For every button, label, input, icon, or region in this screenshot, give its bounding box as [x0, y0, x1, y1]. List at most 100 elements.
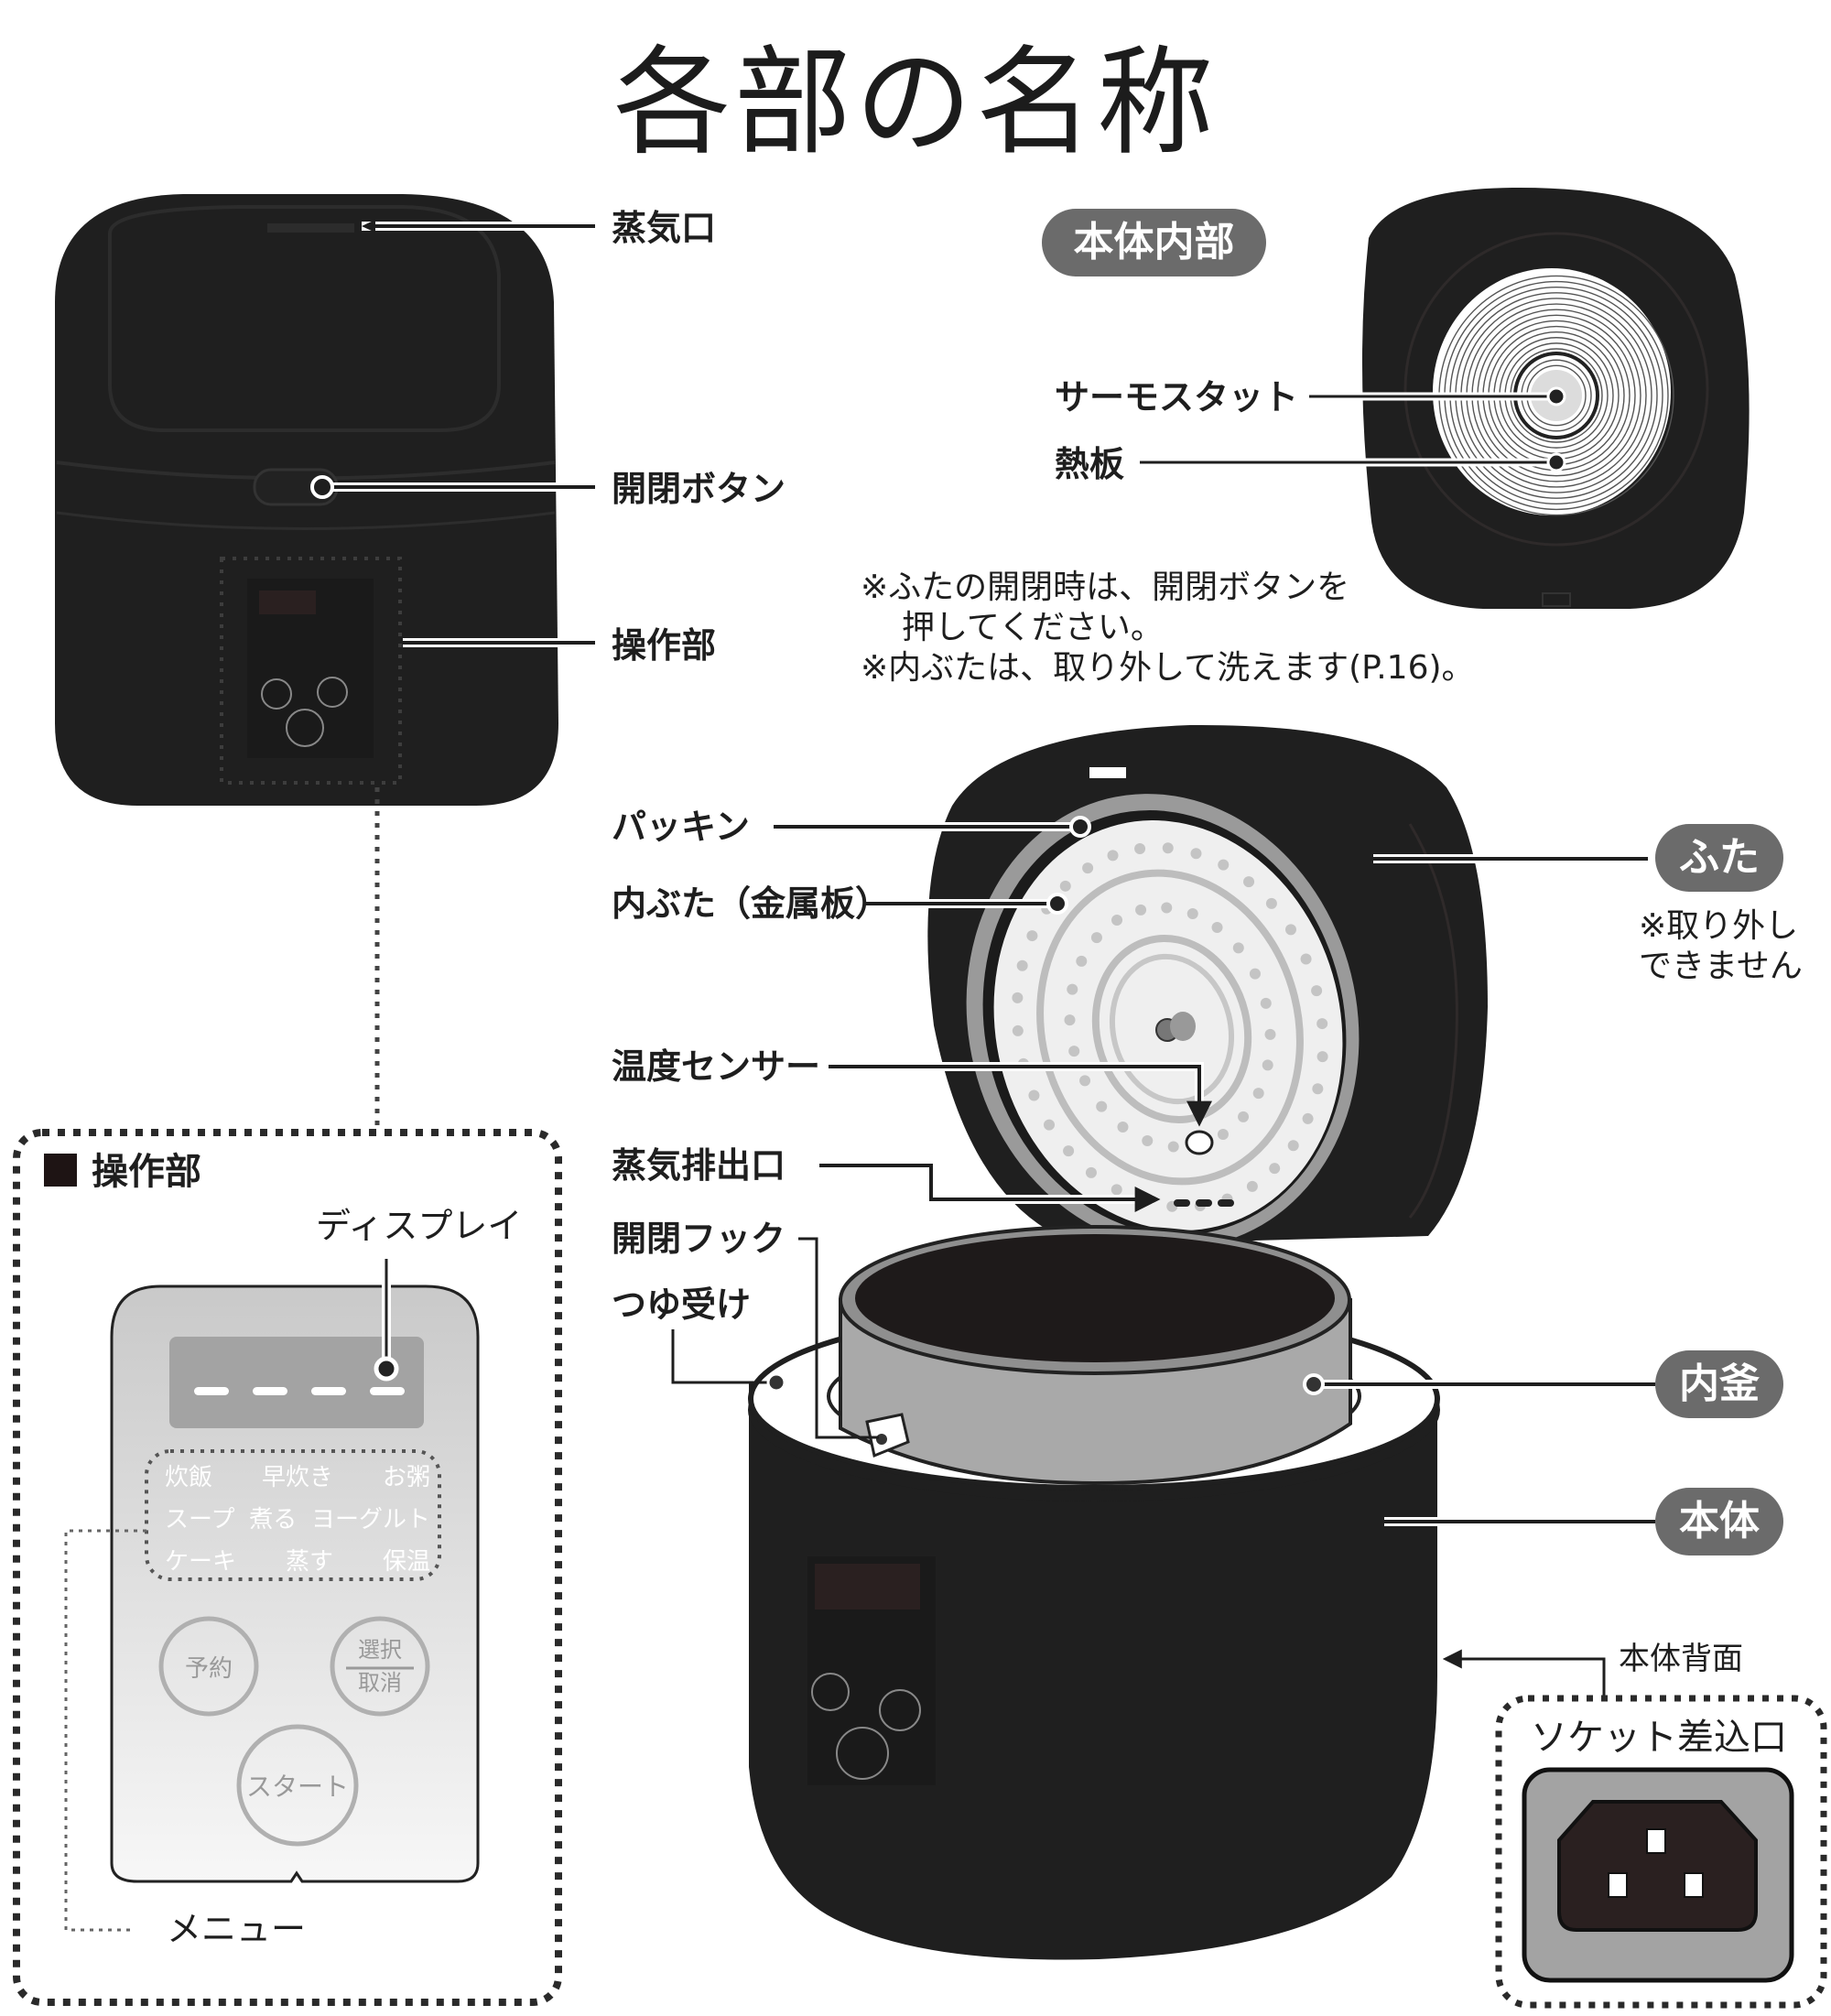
menu-item[interactable]: ヨーグルト: [310, 1505, 430, 1534]
inner-lid-vent-hole: [1111, 915, 1123, 927]
note-line-2: 押してください。: [902, 609, 1164, 646]
control-panel-outline: [220, 557, 402, 785]
inner-lid-vent-hole: [1252, 1088, 1264, 1100]
menu-row: ケーキ 蒸す 保温: [165, 1538, 430, 1580]
label-socket: ソケット差込口: [1531, 1717, 1787, 1759]
leaders-open-cooker: [671, 816, 1655, 1696]
inner-lid-vent-hole: [1316, 1018, 1328, 1030]
inner-lid-vent-hole: [1067, 983, 1078, 995]
closed-rice-cooker: [55, 194, 558, 806]
label-drip-tray: つゆ受け: [612, 1284, 752, 1325]
inner-lid-vent-hole: [1012, 1024, 1024, 1036]
label-control-panel: 操作部: [612, 625, 717, 666]
inner-lid-vent-hole: [1269, 1163, 1281, 1175]
badge-main-body: 本体: [1655, 1488, 1783, 1555]
menu-item[interactable]: 早炊き: [261, 1463, 333, 1491]
inner-lid-vent-hole: [1117, 1122, 1129, 1133]
label-menu: メニュー: [167, 1909, 307, 1949]
open-rice-cooker: [748, 724, 1488, 1960]
inner-lid-vent-hole: [1249, 968, 1261, 980]
reserve-button[interactable]: 予約: [161, 1619, 256, 1714]
label-display: ディスプレイ: [316, 1206, 523, 1246]
inner-lid-vent-hole: [1262, 1059, 1273, 1071]
inner-lid-vent-hole: [1096, 1100, 1108, 1112]
label-inner-lid: 内ぶた（金属板）: [612, 883, 891, 924]
lid-slot: [1089, 767, 1126, 778]
menu-row: 炊飯 早炊き お粥: [165, 1454, 430, 1496]
inner-lid-vent-hole: [1190, 848, 1202, 860]
display-segment: [194, 1387, 229, 1395]
inner-lid-vent-hole: [1079, 1075, 1091, 1087]
inner-lid-vent-hole: [1264, 1028, 1276, 1040]
control-detail-heading: 操作部: [92, 1151, 201, 1193]
menu-item[interactable]: スープ: [165, 1505, 235, 1534]
page-title: 各部の名称: [612, 35, 1218, 171]
inner-lid-vent-hole: [1064, 1014, 1076, 1026]
inner-lid-vent-hole: [1068, 1046, 1080, 1057]
menu-item[interactable]: お粥: [382, 1463, 430, 1491]
display-segment: [253, 1387, 287, 1395]
inner-lid-vent-hole: [1085, 1166, 1097, 1178]
label-heating-plate: 熱板: [1055, 444, 1125, 484]
start-button[interactable]: スタート: [239, 1727, 356, 1844]
inner-lid-vent-hole: [1287, 1140, 1299, 1152]
inner-lid-vent-hole: [1238, 1111, 1250, 1122]
inner-lid-vent-hole: [1302, 1112, 1314, 1124]
inner-lid-vent-hole: [1218, 859, 1230, 871]
label-gasket: パッキン: [612, 807, 750, 847]
label-steam-vent: 蒸気口: [612, 208, 717, 248]
inner-lid-vent-hole: [1044, 1119, 1056, 1131]
inner-lid-vent-hole: [1284, 924, 1296, 936]
inner-lid-vent-hole: [1111, 1184, 1122, 1196]
socket-detail: [1495, 1695, 1827, 2009]
inner-lid-vent-hole: [1076, 955, 1088, 967]
label-hook: 開閉フック: [612, 1219, 786, 1259]
inner-lid-vent-hole: [1026, 930, 1038, 942]
menu-item[interactable]: 炊飯: [165, 1463, 213, 1491]
inner-lid-vent-hole: [1162, 842, 1174, 854]
inner-lid-vent-hole: [1063, 1145, 1075, 1157]
inner-lid-vent-hole: [1311, 985, 1323, 997]
cancel-label: 取消: [358, 1670, 402, 1696]
menu-item[interactable]: 煮る: [249, 1505, 298, 1534]
inner-lid-vent-hole: [1243, 876, 1255, 888]
menu-item[interactable]: 蒸す: [285, 1547, 333, 1576]
inner-lid-vent-hole: [1265, 897, 1277, 909]
menu-item[interactable]: 保温: [382, 1547, 430, 1576]
inner-lid-vent-hole: [1186, 908, 1198, 920]
start-button-label: スタート: [245, 1772, 349, 1802]
inner-lid-vent-hole: [1134, 843, 1146, 855]
inner-lid-vent-hole: [1316, 1051, 1328, 1063]
inner-lid-vent-hole: [1028, 1089, 1040, 1101]
inner-lid-vent-hole: [1012, 992, 1024, 1003]
select-cancel-button[interactable]: 選択 取消: [332, 1619, 428, 1714]
control-detail-frame: [13, 1129, 562, 2006]
select-label: 選択: [358, 1637, 402, 1663]
inner-lid-vent-hole: [1135, 904, 1147, 916]
inner-lid-vent-hole: [1167, 1141, 1179, 1153]
label-steam-exhaust: 蒸気排出口: [612, 1145, 786, 1186]
inner-lid-vent-hole: [1090, 932, 1102, 944]
menu-item[interactable]: ケーキ: [165, 1547, 237, 1576]
note-line-1: ※ふたの開閉時は、開閉ボタンを: [861, 569, 1350, 606]
leaders-top-left: [310, 220, 595, 647]
display-segment: [370, 1387, 405, 1395]
lid-note-1: ※取り外し: [1639, 907, 1799, 945]
display-segments: [194, 1387, 405, 1395]
label-body-back: 本体背面: [1619, 1641, 1743, 1677]
menu-row: スープ 煮る ヨーグルト: [165, 1496, 430, 1538]
inner-lid-vent-hole: [1059, 880, 1071, 892]
inner-lid-vent-hole: [1246, 1180, 1258, 1192]
inner-lid-vent-hole: [1211, 921, 1223, 933]
inner-lid-vent-hole: [1161, 902, 1173, 914]
label-temp-sensor: 温度センサー: [612, 1046, 821, 1087]
inner-lid-vent-hole: [1217, 1128, 1229, 1140]
display-segment: [311, 1387, 346, 1395]
inner-lid-vent-hole: [1260, 997, 1272, 1009]
inner-lid-vent-hole: [1312, 1083, 1324, 1095]
reserve-button-label: 予約: [184, 1654, 233, 1683]
steam-vent-shape: [267, 223, 354, 233]
badge-inner-pot: 内釜: [1655, 1350, 1783, 1418]
inner-lid-vent-hole: [1300, 953, 1312, 965]
